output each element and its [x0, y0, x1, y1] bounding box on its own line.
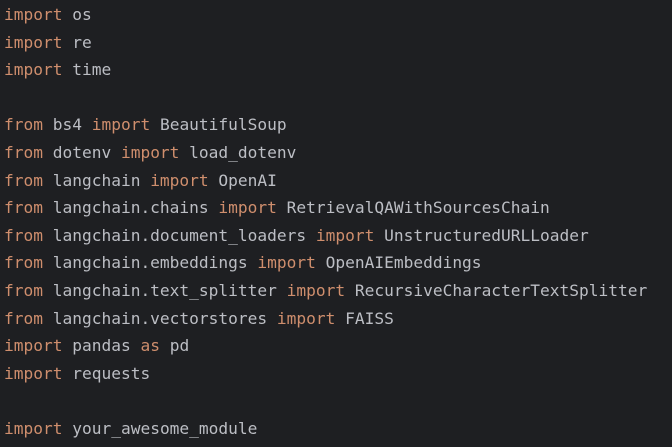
keyword-token: from	[4, 280, 43, 300]
keyword-token: as	[140, 336, 160, 356]
keyword-token: import	[315, 225, 375, 245]
code-line[interactable]: import os	[4, 1, 672, 29]
keyword-token: from	[4, 142, 43, 162]
identifier-token: BeautifulSoup	[150, 115, 287, 135]
code-line[interactable]: import time	[4, 56, 672, 84]
keyword-token: import	[4, 418, 63, 438]
identifier-token: time	[62, 60, 112, 80]
identifier-token: load_dotenv	[179, 142, 297, 162]
identifier-token: RecursiveCharacterTextSplitter	[345, 280, 648, 300]
code-line[interactable]: import pandas as pd	[4, 332, 672, 360]
code-line[interactable]: import re	[4, 29, 672, 57]
code-line[interactable]: from langchain.text_splitter import Recu…	[4, 277, 672, 305]
identifier-token: langchain.embeddings	[42, 253, 258, 273]
identifier-token: langchain.document_loaders	[42, 225, 316, 245]
keyword-token: from	[4, 253, 43, 273]
code-line[interactable]	[4, 84, 672, 112]
code-line[interactable]: from langchain.vectorstores import FAISS	[4, 305, 672, 333]
identifier-token: langchain.text_splitter	[42, 280, 287, 300]
code-line[interactable]: import your_awesome_module	[4, 415, 672, 443]
identifier-token: requests	[62, 363, 151, 383]
code-line[interactable]: from langchain.chains import RetrievalQA…	[4, 194, 672, 222]
keyword-token: import	[286, 280, 346, 300]
identifier-token: OpenAIEmbeddings	[315, 253, 482, 273]
keyword-token: import	[276, 308, 336, 328]
identifier-token: bs4	[42, 115, 92, 135]
code-line[interactable]: from dotenv import load_dotenv	[4, 139, 672, 167]
identifier-token: dotenv	[42, 142, 121, 162]
identifier-token: re	[62, 32, 92, 52]
code-line[interactable]: from bs4 import BeautifulSoup	[4, 111, 672, 139]
identifier-token: UnstructuredURLLoader	[374, 225, 589, 245]
keyword-token: import	[150, 170, 209, 190]
keyword-token: from	[4, 198, 43, 218]
keyword-token: import	[218, 198, 277, 218]
identifier-token: os	[62, 5, 92, 24]
identifier-token: your_awesome_module	[62, 418, 258, 438]
code-line[interactable]: from langchain.embeddings import OpenAIE…	[4, 249, 672, 277]
code-line[interactable]: from langchain import OpenAI	[4, 167, 672, 195]
keyword-token: from	[4, 115, 43, 135]
identifier-token: RetrievalQAWithSourcesChain	[276, 198, 550, 218]
keyword-token: import	[4, 336, 63, 356]
code-line[interactable]: import requests	[4, 360, 672, 388]
identifier-token: pd	[159, 336, 190, 356]
identifier-token: langchain.vectorstores	[42, 308, 277, 328]
identifier-token: pandas	[62, 336, 141, 356]
code-line[interactable]: from langchain.document_loaders import U…	[4, 222, 672, 250]
keyword-token: import	[4, 60, 63, 80]
identifier-token: langchain	[42, 170, 151, 190]
keyword-token: import	[4, 32, 63, 52]
keyword-token: import	[120, 142, 180, 162]
keyword-token: import	[91, 115, 151, 135]
identifier-token: langchain.chains	[42, 198, 219, 218]
keyword-token: import	[4, 5, 63, 24]
keyword-token: from	[4, 308, 43, 328]
keyword-token: from	[4, 225, 43, 245]
code-line[interactable]	[4, 387, 672, 415]
identifier-token: OpenAI	[208, 170, 277, 190]
identifier-token: FAISS	[335, 308, 394, 328]
keyword-token: import	[4, 363, 63, 383]
keyword-token: import	[257, 253, 316, 273]
keyword-token: from	[4, 170, 43, 190]
